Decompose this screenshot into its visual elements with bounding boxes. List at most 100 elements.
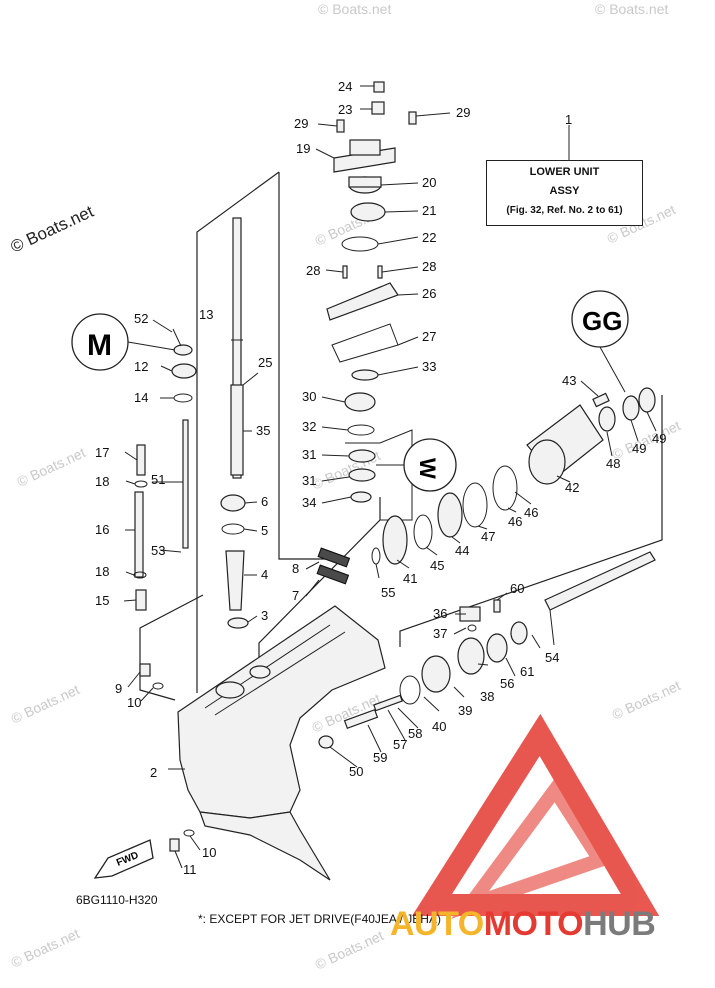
callout-42: 42 [565, 480, 579, 495]
callout-51: 51 [151, 472, 165, 487]
callout-54: 54 [545, 650, 559, 665]
callout-12: 12 [134, 359, 148, 374]
outline-frame [139, 125, 663, 701]
gear-parts-right [318, 387, 656, 749]
callout-36: 36 [433, 606, 447, 621]
callout-35: 35 [256, 423, 270, 438]
callout-38: 38 [480, 689, 494, 704]
callout-19: 19 [296, 141, 310, 156]
callout-11: 11 [183, 862, 197, 877]
assembly-reference: (Fig. 32, Ref. No. 2 to 61) [506, 205, 623, 216]
callout-8: 8 [292, 561, 299, 576]
watermark-text: © Boats.net [318, 1, 391, 17]
brand-logo-mark [411, 713, 660, 920]
shaft-parts [220, 494, 351, 629]
callout-59: 59 [373, 750, 387, 765]
seal-icon-w: W [415, 458, 440, 479]
callout-44: 44 [455, 543, 469, 558]
callout-53: 53 [151, 543, 165, 558]
seal-icon-gg: GG [582, 306, 622, 336]
callout-2: 2 [150, 765, 157, 780]
callout-52: 52 [134, 311, 148, 326]
water-pump-parts [326, 81, 417, 521]
callout-29: 29 [294, 116, 308, 131]
watermark-text: © Boats.net [15, 444, 88, 490]
callout-29b: 29 [456, 105, 470, 120]
callout-46: 46 [508, 514, 522, 529]
brand-part-auto: AUTO [390, 905, 484, 943]
brand-part-moto: MOTO [483, 905, 584, 943]
footnote: *: EXCEPT FOR JET DRIVE(F40JEA / JEHA) [198, 912, 441, 926]
watermark-text: © Boats.net [595, 1, 668, 17]
seal-icons: M GG W [71, 290, 629, 492]
callout-46b: 46 [524, 505, 538, 520]
callout-55: 55 [381, 585, 395, 600]
callout-7: 7 [292, 588, 299, 603]
callout-37: 37 [433, 626, 447, 641]
watermark-text: © Boats.net [610, 677, 683, 723]
drive-shaft [230, 217, 244, 479]
callout-34: 34 [302, 495, 316, 510]
assembly-subtitle: ASSY [549, 185, 580, 197]
callout-18b: 18 [95, 564, 109, 579]
callout-22: 22 [422, 230, 436, 245]
callout-9: 9 [115, 681, 122, 696]
shift-rod [182, 419, 189, 549]
callout-17: 17 [95, 445, 109, 460]
callout-40: 40 [432, 719, 446, 734]
callout-43: 43 [562, 373, 576, 388]
callout-20: 20 [422, 175, 436, 190]
callout-25: 25 [258, 355, 272, 370]
callout-6: 6 [261, 494, 268, 509]
callout-32: 32 [302, 419, 316, 434]
callout-47: 47 [481, 529, 495, 544]
lower-casing [177, 605, 386, 881]
watermark-text: © Boats.net [9, 925, 82, 971]
callout-57: 57 [393, 737, 407, 752]
callout-33: 33 [422, 359, 436, 374]
callout-21: 21 [422, 203, 436, 218]
seal-icon-m: M [87, 329, 112, 362]
callout-56: 56 [500, 676, 514, 691]
assembly-reference-box: LOWER UNIT ASSY (Fig. 32, Ref. No. 2 to … [486, 160, 643, 226]
callout-60: 60 [510, 581, 524, 596]
callout-14: 14 [134, 390, 148, 405]
callout-30: 30 [302, 389, 316, 404]
callout-48: 48 [606, 456, 620, 471]
callout-13: 13 [199, 307, 213, 322]
watermark-text: © Boats.net [313, 927, 386, 973]
callout-5: 5 [261, 523, 268, 538]
callout-1: 1 [565, 112, 572, 127]
assembly-title: LOWER UNIT [529, 166, 600, 178]
callout-28b: 28 [422, 259, 436, 274]
watermark-text: © Boats.net [9, 681, 82, 727]
callout-4: 4 [261, 567, 268, 582]
callout-16: 16 [95, 522, 109, 537]
callout-3: 3 [261, 608, 268, 623]
callout-61: 61 [520, 664, 534, 679]
callout-58: 58 [408, 726, 422, 741]
callout-45: 45 [430, 558, 444, 573]
callout-labels: 1 2 3 4 5 6 7 8 9 10 10 11 12 13 14 15 1… [95, 105, 666, 877]
watermark-main: © Boats.net [8, 202, 97, 257]
callout-39: 39 [458, 703, 472, 718]
callout-18: 18 [95, 474, 109, 489]
callout-10b: 10 [202, 845, 216, 860]
callout-15: 15 [95, 593, 109, 608]
leader-lines [123, 85, 657, 869]
callout-31b: 31 [302, 473, 316, 488]
callout-27: 27 [422, 329, 436, 344]
callout-49b: 49 [652, 431, 666, 446]
callout-50: 50 [349, 764, 363, 779]
brand-wordmark: AUTOMOTOHUB [390, 905, 656, 944]
callout-49: 49 [632, 441, 646, 456]
callout-41: 41 [403, 571, 417, 586]
callout-10: 10 [127, 695, 141, 710]
diagram-code: 6BG1110-H320 [76, 893, 158, 907]
callout-28: 28 [306, 263, 320, 278]
callout-31: 31 [302, 447, 316, 462]
brand-part-hub: HUB [583, 905, 656, 943]
callout-26: 26 [422, 286, 436, 301]
fwd-arrow: FWD [93, 839, 154, 879]
